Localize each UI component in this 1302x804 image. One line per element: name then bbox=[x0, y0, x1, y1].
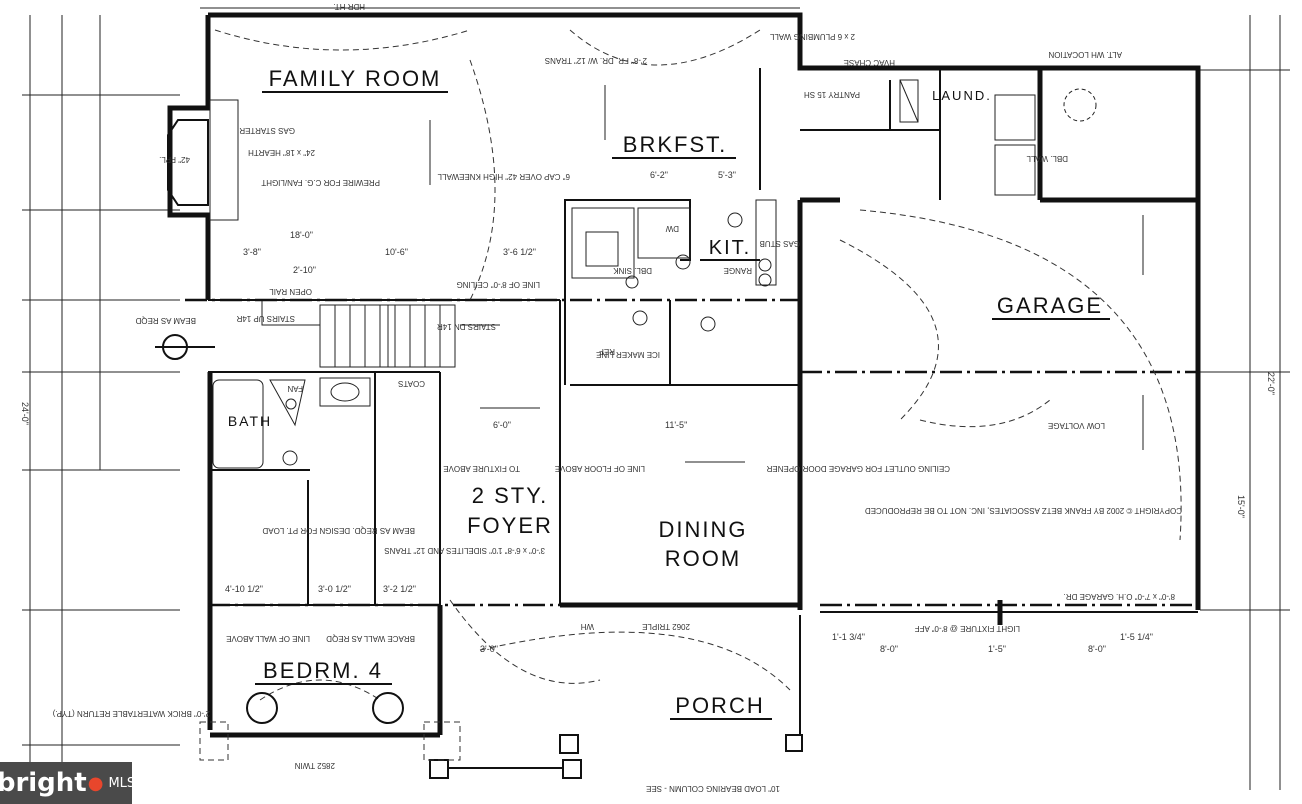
section-marker bbox=[155, 334, 215, 360]
note-hvac: HVAC CHASE bbox=[844, 58, 895, 67]
dimension-text: 3'-2 1/2" bbox=[383, 584, 416, 594]
note-gas-stub: GAS STUB bbox=[760, 239, 800, 248]
note-hdr-ht: HDR HT. bbox=[333, 2, 365, 11]
room-label-kitchen: KIT. bbox=[709, 237, 751, 259]
laundry-appliances bbox=[994, 88, 1097, 196]
note-gas-starter: GAS STARTER bbox=[239, 126, 295, 135]
note-line-ceiling: LINE OF 8'-0" CEILING bbox=[457, 280, 541, 289]
dimension-text: 4'-10 1/2" bbox=[225, 584, 263, 594]
note-hearth: 24" x 18" HEARTH bbox=[248, 148, 315, 157]
dimension-text: 8'-0" bbox=[880, 644, 898, 654]
note-stairs-up: STAIRS UP 14R bbox=[236, 314, 295, 323]
note-pantry: PANTRY 15 SH bbox=[804, 90, 860, 99]
stairs bbox=[261, 300, 500, 368]
dimension-text: 18'-0" bbox=[290, 230, 313, 240]
note-twin: 2852 TWIN bbox=[294, 761, 335, 770]
note-line-wall: LINE OF WALL ABOVE bbox=[226, 634, 310, 643]
note-wh: WH bbox=[580, 622, 594, 631]
note-range: RANGE bbox=[724, 266, 752, 275]
note-ref: REF bbox=[599, 347, 615, 356]
room-label-bath: BATH bbox=[228, 413, 272, 429]
direction-arrows bbox=[429, 85, 1144, 463]
dimension-lines-left bbox=[22, 15, 180, 790]
note-dbl-wall: DBL. WALL bbox=[1026, 154, 1068, 163]
note-low-voltage: LOW VOLTAGE bbox=[1048, 421, 1105, 430]
garage-beams bbox=[185, 298, 1198, 625]
dimension-text: 6'-0" bbox=[493, 420, 511, 430]
note-sidelites: 3'-0" x 6'-8" 1'0" SIDELITES AND 12" TRA… bbox=[384, 546, 545, 555]
bath-fixtures bbox=[212, 377, 371, 469]
note-stairs-down: STAIRS DN 14R bbox=[437, 322, 496, 331]
dimension-text: 11'-5" bbox=[665, 420, 687, 430]
dimension-text: 3'-6 1/2" bbox=[503, 247, 536, 257]
dimension-lines-right bbox=[1200, 15, 1290, 790]
dimension-text: 3'-0" bbox=[480, 644, 498, 654]
dimension-text: 3'-8" bbox=[243, 247, 261, 257]
dimension-text-vertical: 22'-0" bbox=[1266, 372, 1276, 395]
note-prewire: PREWIRE FOR C.G. FAN/LIGHT bbox=[261, 178, 380, 187]
note-line-floor: LINE OF FLOOR ABOVE bbox=[555, 464, 645, 473]
room-label-family-room: FAMILY ROOM bbox=[269, 66, 442, 91]
note-dw: DW bbox=[665, 224, 679, 233]
room-label-bedroom: BEDRM. 4 bbox=[263, 658, 383, 683]
dimension-text-vertical: 24'-0" bbox=[20, 402, 30, 425]
room-label-foyer-line2: FOYER bbox=[467, 513, 553, 538]
note-beam-design: BEAM AS REQD. DESIGN FOR PT. LOAD bbox=[262, 526, 415, 535]
fireplace bbox=[167, 99, 239, 221]
dimension-text: 2'-10" bbox=[293, 265, 316, 275]
dimension-text: 8'-0" bbox=[1088, 644, 1106, 654]
porch-structure bbox=[199, 615, 803, 779]
note-dbl-sink: DBL. SINK bbox=[613, 266, 652, 275]
dimension-text-vertical: 15'-0" bbox=[1236, 495, 1246, 518]
logo-text-bright: bright bbox=[0, 768, 87, 798]
room-label-breakfast: BRKFST. bbox=[623, 132, 727, 157]
room-label-dining-line1: DINING bbox=[659, 517, 748, 542]
exterior-walls bbox=[167, 12, 1201, 738]
note-ceiling-outlet-1: CEILING OUTLET FOR GARAGE DOOR OPENER bbox=[766, 464, 950, 473]
note-brace-wall: BRACE WALL AS REQD bbox=[326, 634, 415, 643]
room-label-laundry: LAUND. bbox=[932, 88, 992, 103]
note-light-fixture: LIGHT FIXTURE @ 8'-0" AFF bbox=[915, 624, 1020, 633]
room-label-porch: PORCH bbox=[675, 693, 764, 718]
logo-text-mls: MLS bbox=[108, 775, 136, 791]
dimension-text: 3'-0 1/2" bbox=[318, 584, 351, 594]
note-plumbing: 2 x 6 PLUMBING WALL bbox=[769, 32, 855, 41]
note-ice-maker: ICE MAKER LINE bbox=[596, 350, 660, 359]
note-load-bearing: 10" LOAD BEARING COLUMN - SEE bbox=[646, 784, 780, 793]
note-open-rail: OPEN RAIL bbox=[269, 287, 312, 296]
note-coats: COATS bbox=[398, 379, 425, 388]
note-alt-wh: ALT. WH LOCATION bbox=[1048, 50, 1122, 59]
room-label-foyer-line1: 2 STY. bbox=[472, 483, 548, 508]
dimension-text: 6'-2" bbox=[650, 170, 668, 180]
note-triple: 2062 TRIPLE bbox=[642, 622, 690, 631]
note-fan: FAN bbox=[287, 384, 303, 393]
note-fireplace: 42" FPL. bbox=[159, 155, 190, 164]
room-label-dining-line2: ROOM bbox=[665, 546, 741, 571]
dimension-text: 1'-5 1/4" bbox=[1120, 632, 1153, 642]
dimension-text: 5'-3" bbox=[718, 170, 736, 180]
dimension-text: 10'-6" bbox=[385, 247, 408, 257]
dimension-text: 1'-1 3/4" bbox=[832, 632, 865, 642]
dimension-text: 1'-5" bbox=[988, 644, 1006, 654]
note-trans: 2'-8" FR. DR. W/ 12" TRANS bbox=[545, 56, 647, 65]
interior-walls bbox=[208, 68, 941, 606]
logo-dot-icon: ● bbox=[87, 772, 104, 794]
electrical-arcs bbox=[214, 29, 1182, 701]
note-beam: BEAM AS REQD bbox=[135, 316, 196, 325]
note-brick: 2'-0" BRICK WATERTABLE RETURN (TYP.) bbox=[52, 709, 210, 718]
note-garage-door: 8'-0" x 7'-0" O.H. GARAGE DR. bbox=[1064, 592, 1175, 601]
kitchen-cabinets bbox=[564, 199, 780, 386]
note-to-fixture: TO FIXTURE ABOVE bbox=[443, 464, 520, 473]
room-label-garage: GARAGE bbox=[997, 293, 1103, 318]
note-cap: 6" CAP OVER 42" HIGH KNEEWALL bbox=[437, 172, 570, 181]
brightmls-logo: bright ● MLS bbox=[0, 762, 136, 804]
note-copyright: COPYRIGHT © 2002 BY FRANK BETZ ASSOCIATE… bbox=[865, 506, 1182, 515]
